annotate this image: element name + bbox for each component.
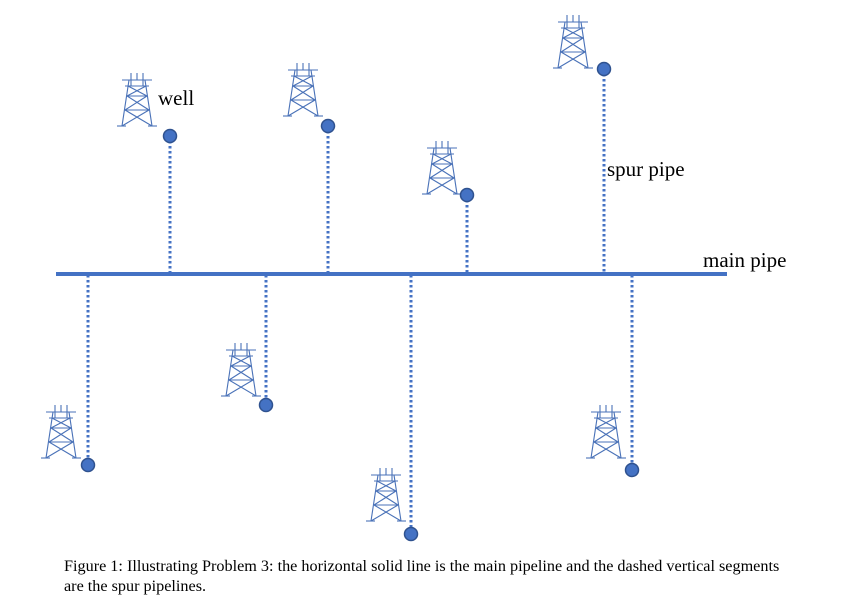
oil-derrick-icon: [116, 72, 158, 127]
well-point: [258, 397, 274, 413]
oil-derrick-icon: [40, 404, 82, 459]
main-pipe-label: main pipe: [703, 248, 787, 272]
oil-derrick-icon: [220, 342, 262, 397]
well-marker: [552, 14, 612, 273]
well-point: [624, 462, 640, 478]
oil-derrick-icon: [585, 404, 627, 459]
well-point: [596, 61, 612, 77]
well-point: [162, 128, 178, 144]
well-marker: [585, 275, 640, 478]
well-marker: [116, 72, 178, 273]
well-marker: [282, 62, 336, 273]
well-label: well: [158, 86, 195, 110]
well-marker: [365, 275, 419, 542]
well-marker: [40, 275, 96, 473]
well-marker: [220, 275, 274, 413]
well-point: [80, 457, 96, 473]
well-marker: [421, 140, 475, 273]
oil-derrick-icon: [421, 140, 463, 195]
oil-derrick-icon: [282, 62, 324, 117]
well-point: [403, 526, 419, 542]
figure-caption: Figure 1: Illustrating Problem 3: the ho…: [64, 557, 780, 595]
oil-derrick-icon: [552, 14, 594, 69]
well-point: [320, 118, 336, 134]
oil-derrick-icon: [365, 467, 407, 522]
spur-pipe-label: spur pipe: [607, 157, 685, 181]
well-point: [459, 187, 475, 203]
